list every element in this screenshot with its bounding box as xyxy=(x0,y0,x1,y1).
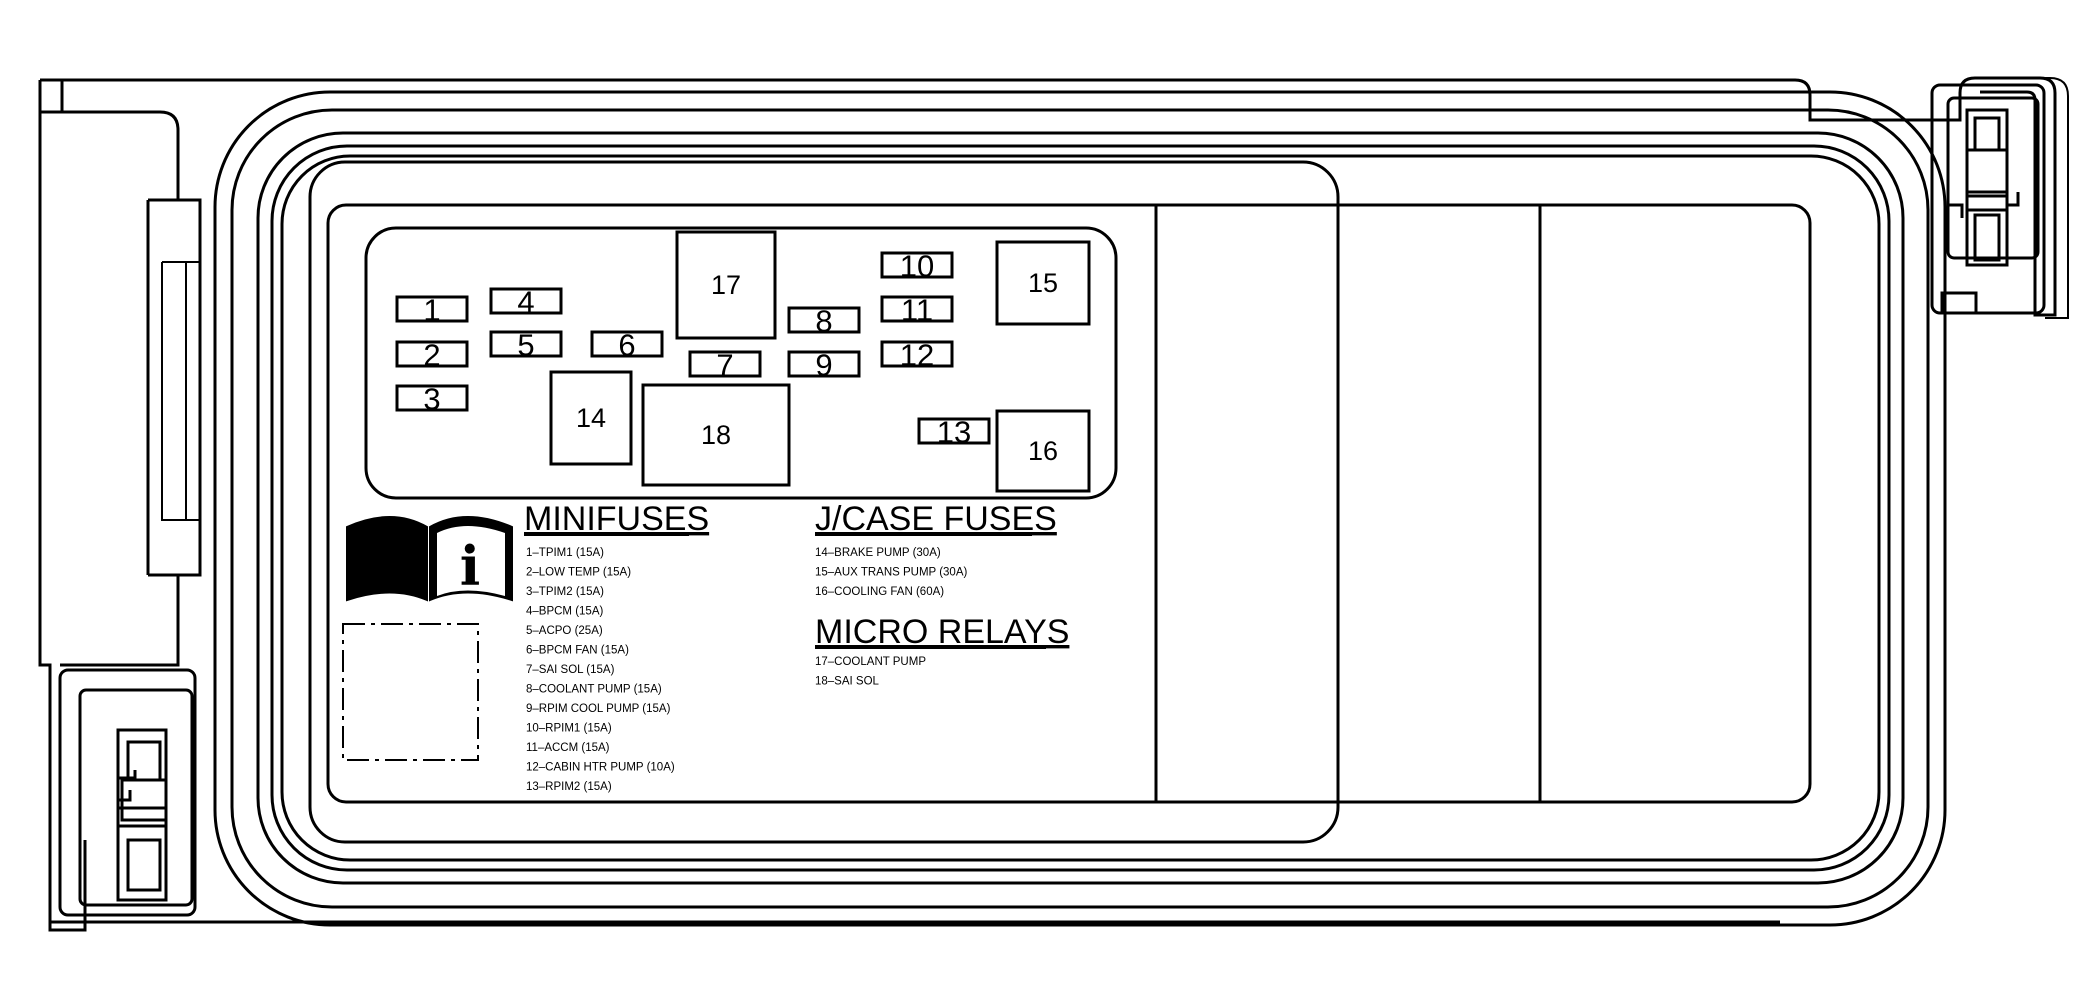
fuse-slot-11: 11 xyxy=(880,293,954,328)
fuse-slot-label: 2 xyxy=(423,338,440,373)
fuse-slot-6: 6 xyxy=(590,328,664,363)
fuse-slot-box xyxy=(880,251,954,279)
fuse-slot-12: 12 xyxy=(880,338,954,373)
fuse-slot-label: 17 xyxy=(711,270,741,300)
legend-entry: 11–ACCM (15A) xyxy=(526,742,610,754)
fuse-slot-13: 13 xyxy=(917,415,991,450)
latch-right xyxy=(1930,83,2046,315)
fuse-slot-label: 4 xyxy=(517,285,534,320)
fuse-slot-17: 17 xyxy=(675,230,777,340)
legend-entry: 15–AUX TRANS PUMP (30A) xyxy=(815,567,967,579)
fuse-slot-label: 14 xyxy=(576,403,606,433)
fuse-slot-box xyxy=(688,350,762,378)
lid-outline xyxy=(213,90,1947,927)
fuse-slot-label: 6 xyxy=(618,328,635,363)
fuse-slot-box xyxy=(489,287,563,315)
fuse-slot-5: 5 xyxy=(489,328,563,363)
fuse-slot-1: 1 xyxy=(395,293,469,328)
fuse-slot-label: 18 xyxy=(701,420,731,450)
fuse-slot-box xyxy=(395,295,469,323)
fuse-slot-box xyxy=(917,417,991,445)
fuse-slot-box xyxy=(590,330,664,358)
fuse-slot-box xyxy=(787,306,861,334)
legend-entry: 7–SAI SOL (15A) xyxy=(526,664,615,676)
legend-entry: 2–LOW TEMP (15A) xyxy=(526,567,631,579)
legend-entry: 8–COOLANT PUMP (15A) xyxy=(526,684,662,696)
legend-entry: 5–ACPO (25A) xyxy=(526,625,603,637)
fuse-panel xyxy=(364,226,1118,500)
fuse-slot-box xyxy=(995,240,1091,326)
micro-relays-list: 17–COOLANT PUMP 18–SAI SOL xyxy=(815,656,926,688)
fuse-slot-box xyxy=(395,340,469,368)
fuse-slot-box xyxy=(489,330,563,358)
fuse-slot-label: 12 xyxy=(900,338,934,373)
minifuses-list: 1–TPIM1 (15A) 2–LOW TEMP (15A) 3–TPIM2 (15… xyxy=(526,547,675,793)
fuse-slot-10: 10 xyxy=(880,249,954,284)
legend-entry: 18–SAI SOL xyxy=(815,676,880,688)
legend-entry: 12–CABIN HTR PUMP (10A) xyxy=(526,762,675,774)
fuse-slot-label: 11 xyxy=(901,293,933,328)
legend-entry: 17–COOLANT PUMP xyxy=(815,656,926,668)
fuse-slot-box xyxy=(395,384,469,412)
fuse-slot-9: 9 xyxy=(787,348,861,383)
fuse-slot-box xyxy=(641,383,791,487)
legend-entry: 10–RPIM1 (15A) xyxy=(526,723,612,735)
fuse-slot-label: 1 xyxy=(423,293,440,328)
fuse-slot-box xyxy=(549,370,633,466)
fuse-slot-label: 5 xyxy=(517,328,534,363)
fuse-slot-3: 3 xyxy=(395,382,469,417)
fuse-slot-label: 8 xyxy=(815,304,832,339)
jcase-fuses-list: 14–BRAKE PUMP (30A) 15–AUX TRANS PUMP (30… xyxy=(815,547,967,598)
blank-label-area xyxy=(342,623,479,761)
fuse-slot-2: 2 xyxy=(395,338,469,373)
fuse-slot-label: 15 xyxy=(1028,268,1058,298)
latch-left xyxy=(58,668,197,917)
legend-entry: 3–TPIM2 (15A) xyxy=(526,586,604,598)
micro-relays-heading: MICRO RELAYS xyxy=(815,613,1069,651)
fuse-slot-label: 16 xyxy=(1028,436,1058,466)
fuse-slot-15: 15 xyxy=(995,240,1091,326)
fuse-slot-box xyxy=(675,230,777,340)
book-icon: i xyxy=(346,516,513,602)
legend-entry: 4–BPCM (15A) xyxy=(526,606,604,618)
fuse-slot-label: 10 xyxy=(900,249,934,284)
fuse-slot-label: 9 xyxy=(815,348,832,383)
fuse-slot-18: 18 xyxy=(641,383,791,487)
legend-entry: 13–RPIM2 (15A) xyxy=(526,781,612,793)
fuse-slot-box xyxy=(995,409,1091,493)
legend-entry: 16–COOLING FAN (60A) xyxy=(815,586,944,598)
fuse-slot-box xyxy=(787,350,861,378)
fuse-slot-box xyxy=(880,340,954,368)
legend-entry: 14–BRAKE PUMP (30A) xyxy=(815,547,941,559)
info-glyph: i xyxy=(460,534,481,598)
fuse-slot-7: 7 xyxy=(688,348,762,383)
legend-entry: 9–RPIM COOL PUMP (15A) xyxy=(526,703,671,715)
legend-entry: 6–BPCM FAN (15A) xyxy=(526,645,629,657)
fuse-slot-label: 13 xyxy=(937,415,971,450)
fuse-slot-14: 14 xyxy=(549,370,633,466)
legend-entry: 1–TPIM1 (15A) xyxy=(526,547,604,559)
fuse-slot-16: 16 xyxy=(995,409,1091,493)
fuse-slot-box xyxy=(880,295,954,323)
fuse-slot-label: 7 xyxy=(716,348,733,383)
housing-outline xyxy=(38,76,2069,932)
fuse-slot-4: 4 xyxy=(489,285,563,320)
minifuses-heading: MINIFUSES xyxy=(524,500,709,538)
fuse-slot-label: 3 xyxy=(423,382,440,417)
fuse-slot-8: 8 xyxy=(787,304,861,339)
jcase-fuses-heading: J/CASE FUSES xyxy=(815,500,1057,538)
